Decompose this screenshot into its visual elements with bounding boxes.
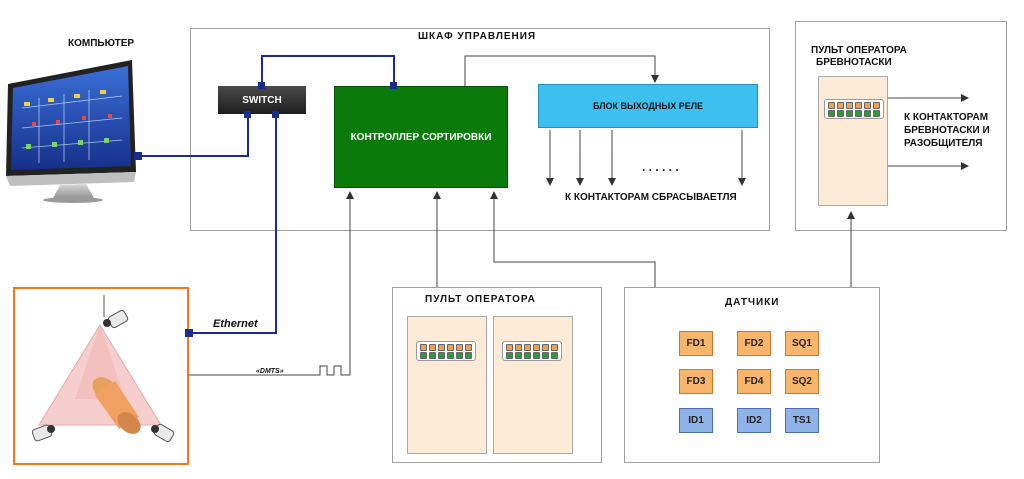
log-operator-keypad[interactable] [824, 99, 884, 119]
sensor-sq1[interactable]: SQ1 [785, 331, 819, 356]
dmts-signal-line [188, 191, 354, 376]
sensor-sq2[interactable]: SQ2 [785, 369, 819, 394]
sensor-fd1[interactable]: FD1 [679, 331, 713, 356]
log-operator-output-line1: К КОНТАКТОРАМ [904, 112, 989, 123]
log-scanner-illustration [31, 295, 175, 443]
camera-icon-right [151, 423, 175, 443]
sensor-fd2[interactable]: FD2 [737, 331, 771, 356]
controller-label: КОНТРОЛЛЕР СОРТИРОВКИ [350, 131, 492, 143]
log-operator-panel [818, 76, 888, 206]
computer-label: КОМПЬЮТЕР [68, 38, 135, 49]
control-cabinet-title: ШКАФ УПРАВЛЕНИЯ [418, 31, 537, 42]
scanner-port [185, 329, 193, 337]
sensors-to-controller-line [490, 191, 656, 287]
network-cable-computer-switch [138, 114, 249, 157]
switch-port-2 [272, 111, 279, 118]
log-operator-title-line2: БРЕВНОТАСКИ [816, 57, 892, 68]
sensor-fd3[interactable]: FD3 [679, 369, 713, 394]
controller-to-relay-line [464, 55, 659, 86]
switch-port-1 [244, 111, 251, 118]
relay-output-label: К КОНТАКТОРАМ СБРАСЫВАЕТЛЯ [565, 192, 737, 203]
relay-label: БЛОК ВЫХОДНЫХ РЕЛЕ [592, 101, 704, 111]
network-switch[interactable]: SWITCH [218, 86, 306, 114]
network-cable-switch-controller [261, 55, 395, 88]
log-operator-title-line1: ПУЛЬТ ОПЕРАТОРА [811, 45, 907, 56]
computer-monitor-icon [6, 60, 136, 203]
sorting-controller[interactable]: КОНТРОЛЛЕР СОРТИРОВКИ [334, 86, 508, 188]
output-relay-block[interactable]: БЛОК ВЫХОДНЫХ РЕЛЕ [538, 84, 758, 128]
relay-dots: . . . . . . [642, 160, 679, 174]
camera-icon-left [31, 424, 55, 442]
operator-panel-2 [493, 316, 573, 454]
operator-panel-1 [407, 316, 487, 454]
log-icon [92, 377, 141, 434]
switch-port-3 [258, 82, 265, 89]
computer-network-port [134, 152, 142, 160]
ethernet-label: Ethernet [213, 318, 258, 330]
ethernet-cable-scanner-switch [188, 114, 277, 334]
camera-icon-top [103, 295, 129, 329]
controller-port [390, 82, 397, 89]
log-operator-output-line2: БРЕВНОТАСКИ И [904, 125, 990, 136]
operator-console-title: ПУЛЬТ ОПЕРАТОРА [425, 294, 536, 305]
sensor-fd4[interactable]: FD4 [737, 369, 771, 394]
sensors-title: ДАТЧИКИ [725, 297, 780, 308]
sensor-id2[interactable]: ID2 [737, 408, 771, 433]
sensor-ts1[interactable]: TS1 [785, 408, 819, 433]
sensor-id1[interactable]: ID1 [679, 408, 713, 433]
switch-label: SWITCH [242, 94, 282, 106]
operator-keypad-1[interactable] [416, 341, 476, 361]
log-operator-output-line3: РАЗОБЩИТЕЛЯ [904, 138, 983, 149]
dmts-label: «DMTS» [256, 368, 284, 375]
operator-keypad-2[interactable] [502, 341, 562, 361]
